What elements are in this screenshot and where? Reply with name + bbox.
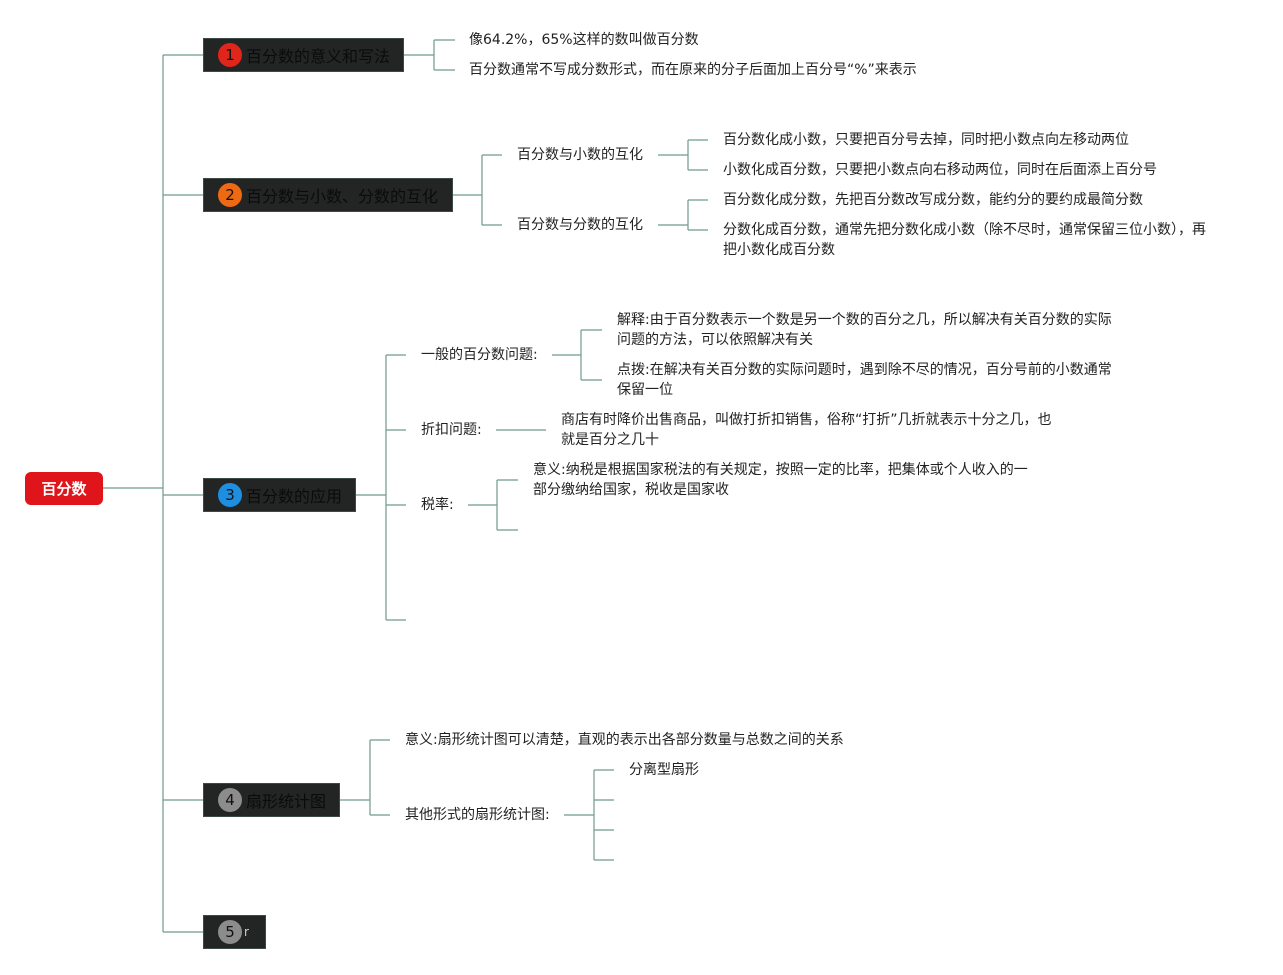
sub-3-1-label: 一般的百分数问题: xyxy=(421,347,538,363)
leaf-4-2-1: 分离型扇形 xyxy=(629,762,699,778)
branch-1-label: 百分数的意义和写法 xyxy=(246,47,391,66)
leaf-3-2-1: 商店有时降价出售商品，叫做打折扣销售，俗称“打折”几折就表示十分之几，也就是百分… xyxy=(561,412,1052,448)
branch-5-label: r xyxy=(244,925,249,939)
leaf-3-1-1: 解释:由于百分数表示一个数是另一个数的百分之几，所以解决有关百分数的实际问题的方… xyxy=(617,312,1112,348)
root-node[interactable]: 百分数 xyxy=(25,472,103,505)
branch-4-label: 扇形统计图 xyxy=(246,792,327,811)
sub-4-1-label: 其他形式的扇形统计图: xyxy=(405,807,550,823)
branch-2-label: 百分数与小数、分数的互化 xyxy=(246,187,439,206)
number-badge-3: 3 xyxy=(218,483,242,507)
number-badge-4: 4 xyxy=(218,788,242,812)
branch-3-label: 百分数的应用 xyxy=(246,487,343,506)
branch-1-node[interactable]: 1 百分数的意义和写法 xyxy=(203,38,404,72)
number-badge-5: 5 xyxy=(218,920,242,944)
sub-2-1-label: 百分数与小数的互化 xyxy=(517,147,643,163)
branch-2-node[interactable]: 2 百分数与小数、分数的互化 xyxy=(203,178,453,212)
leaf-4-1: 意义:扇形统计图可以清楚，直观的表示出各部分数量与总数之间的关系 xyxy=(405,732,844,748)
root-label: 百分数 xyxy=(41,480,87,498)
branch-4-node[interactable]: 4 扇形统计图 xyxy=(203,783,340,817)
branch-3-node[interactable]: 3 百分数的应用 xyxy=(203,478,356,512)
leaf-1-1: 像64.2%，65%这样的数叫做百分数 xyxy=(469,32,699,48)
branch-5-node[interactable]: 5 r xyxy=(203,915,266,949)
leaf-2-2-2: 分数化成百分数，通常先把分数化成小数（除不尽时，通常保留三位小数），再把小数化成… xyxy=(723,222,1206,258)
leaf-3-3-1: 意义:纳税是根据国家税法的有关规定，按照一定的比率，把集体或个人收入的一部分缴纳… xyxy=(533,462,1028,498)
number-badge-1: 1 xyxy=(218,43,242,67)
sub-3-3-label: 税率: xyxy=(421,497,454,513)
leaf-2-1-2: 小数化成百分数，只要把小数点向右移动两位，同时在后面添上百分号 xyxy=(723,162,1157,178)
leaf-2-2-1: 百分数化成分数，先把百分数改写成分数，能约分的要约成最简分数 xyxy=(723,192,1143,208)
leaf-2-1-1: 百分数化成小数，只要把百分号去掉，同时把小数点向左移动两位 xyxy=(723,132,1129,148)
leaf-1-2: 百分数通常不写成分数形式，而在原来的分子后面加上百分号“%”来表示 xyxy=(469,62,917,78)
sub-3-2-label: 折扣问题: xyxy=(421,422,482,438)
leaf-3-1-2: 点拨:在解决有关百分数的实际问题时，遇到除不尽的情况，百分号前的小数通常保留一位 xyxy=(617,362,1112,398)
number-badge-2: 2 xyxy=(218,183,242,207)
sub-2-2-label: 百分数与分数的互化 xyxy=(517,217,643,233)
